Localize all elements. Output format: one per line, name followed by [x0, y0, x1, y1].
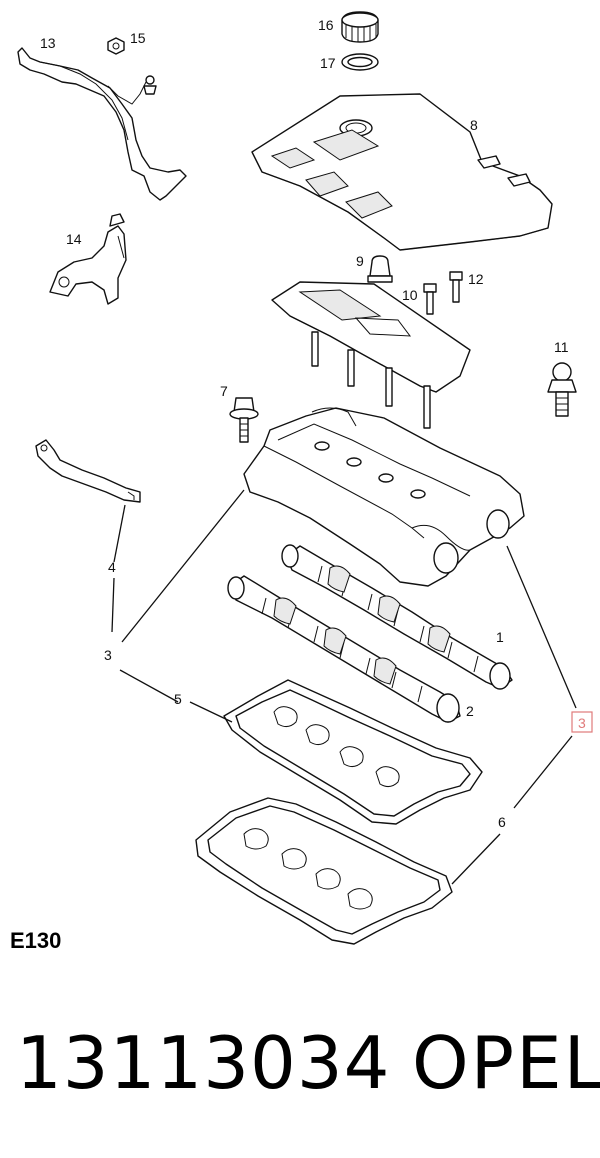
part-1-camshaft[interactable] [281, 544, 513, 690]
diagram-code-label: E130 [10, 928, 62, 953]
callout-3-right[interactable]: 3 [578, 715, 586, 731]
footer: 13113034 OPEL [0, 1018, 600, 1118]
leader-5-right [189, 701, 233, 723]
leader-6-bottom [451, 833, 501, 885]
leader-6-top [513, 735, 573, 809]
callout-17: 17 [320, 55, 336, 71]
callout-3-highlight-box[interactable] [571, 711, 593, 733]
part-3-cylinder-head-cover[interactable] [243, 407, 525, 587]
brand-name: OPEL [412, 1021, 600, 1105]
part-5-gasket[interactable] [223, 679, 483, 825]
leader-3-left [121, 489, 245, 643]
exploded-parts-diagram: 13 15 14 16 17 8 [17, 11, 593, 945]
callout-7: 7 [220, 383, 228, 399]
leader-5-left [119, 669, 179, 703]
part-2-camshaft[interactable] [227, 575, 461, 723]
part-12-bolt[interactable] [449, 271, 463, 303]
part-6-gasket[interactable] [195, 797, 453, 945]
callout-3-left: 3 [104, 647, 112, 663]
part-13-bracket[interactable] [17, 47, 187, 201]
part-4-bracket-strip[interactable] [35, 439, 141, 503]
callout-6: 6 [498, 814, 506, 830]
callout-13: 13 [40, 35, 56, 51]
callout-12: 12 [468, 271, 484, 287]
part-17-seal-ring[interactable] [341, 53, 379, 71]
ignition-module[interactable] [271, 281, 471, 429]
callout-16: 16 [318, 17, 334, 33]
callout-11: 11 [554, 339, 569, 355]
callout-15: 15 [130, 30, 146, 46]
leader-3-right [506, 545, 577, 709]
leader-4 [113, 504, 126, 563]
callout-9: 9 [356, 253, 364, 269]
callout-4: 4 [108, 559, 116, 575]
part-7-bolt[interactable] [229, 397, 259, 443]
callout-1: 1 [496, 629, 504, 645]
callout-14: 14 [66, 231, 82, 247]
part-11-ball-stud[interactable] [547, 362, 577, 417]
part-14-bracket[interactable] [49, 213, 127, 305]
part-9-cap-nut[interactable] [367, 255, 393, 283]
part-8-engine-cover[interactable] [251, 93, 553, 251]
leader-4-3 [111, 577, 115, 633]
callout-2: 2 [466, 703, 474, 719]
part-number: 13113034 [16, 1021, 391, 1105]
callout-8: 8 [470, 117, 478, 133]
callout-10: 10 [402, 287, 418, 303]
part-15-nut[interactable] [107, 37, 125, 55]
part-16-filler-cap[interactable] [341, 11, 379, 43]
part-10-bolt[interactable] [423, 283, 437, 315]
callout-5: 5 [174, 691, 182, 707]
